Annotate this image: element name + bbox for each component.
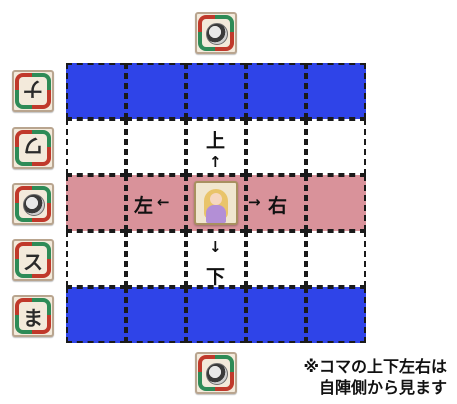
board-cell-r4-c1[interactable] xyxy=(66,231,126,287)
left-tile-1[interactable]: ナ xyxy=(12,70,54,112)
tile-symbol: ナ xyxy=(14,72,52,110)
left-tile-5[interactable]: ま xyxy=(12,295,54,337)
emblem-icon xyxy=(23,194,45,216)
bottom-tile[interactable] xyxy=(195,352,237,394)
tile-symbol: ス xyxy=(14,241,52,279)
board-cell-r4-c2[interactable] xyxy=(126,231,186,287)
board-cell-r2-c2[interactable] xyxy=(126,119,186,175)
princess-piece[interactable] xyxy=(194,181,238,225)
tile-symbol: ま xyxy=(14,297,52,335)
rule-note-line-1: ※コマの上下左右は xyxy=(303,356,447,377)
board-cell-r5-c4[interactable] xyxy=(246,287,306,343)
board-cell-r3-c5[interactable] xyxy=(306,175,366,231)
board-cell-r4-c4[interactable] xyxy=(246,231,306,287)
board-cell-r2-c4[interactable] xyxy=(246,119,306,175)
board-cell-r1-c2[interactable] xyxy=(126,63,186,119)
board-cell-r2-c5[interactable] xyxy=(306,119,366,175)
board-cell-r1-c4[interactable] xyxy=(246,63,306,119)
right-arrow-icon: → xyxy=(248,193,261,211)
board-cell-r4-c5[interactable] xyxy=(306,231,366,287)
right-label: 右 xyxy=(268,191,287,218)
board-cell-r5-c5[interactable] xyxy=(306,287,366,343)
rule-note: ※コマの上下左右は 自陣側から見ます xyxy=(303,356,447,398)
left-arrow-icon: ← xyxy=(157,193,170,211)
down-label: 下 xyxy=(206,262,225,289)
left-label: 左 xyxy=(134,191,153,218)
left-tile-3[interactable] xyxy=(12,183,54,225)
board-cell-r2-c1[interactable] xyxy=(66,119,126,175)
rule-note-line-2: 自陣側から見ます xyxy=(303,377,447,398)
left-tile-2[interactable]: ワ xyxy=(12,127,54,169)
board-cell-r5-c3[interactable] xyxy=(186,287,246,343)
top-tile[interactable] xyxy=(195,12,237,54)
down-arrow-icon: ↓ xyxy=(209,238,222,256)
up-label: 上 xyxy=(206,126,225,153)
emblem-icon xyxy=(206,23,228,45)
board-cell-r1-c5[interactable] xyxy=(306,63,366,119)
board-cell-r1-c3[interactable] xyxy=(186,63,246,119)
left-tile-4[interactable]: ス xyxy=(12,239,54,281)
up-arrow-icon: ↑ xyxy=(209,153,222,171)
board-cell-r5-c1[interactable] xyxy=(66,287,126,343)
board-cell-r1-c1[interactable] xyxy=(66,63,126,119)
tile-symbol: ワ xyxy=(14,129,52,167)
emblem-icon xyxy=(206,363,228,385)
board-cell-r3-c1[interactable] xyxy=(66,175,126,231)
board-cell-r5-c2[interactable] xyxy=(126,287,186,343)
